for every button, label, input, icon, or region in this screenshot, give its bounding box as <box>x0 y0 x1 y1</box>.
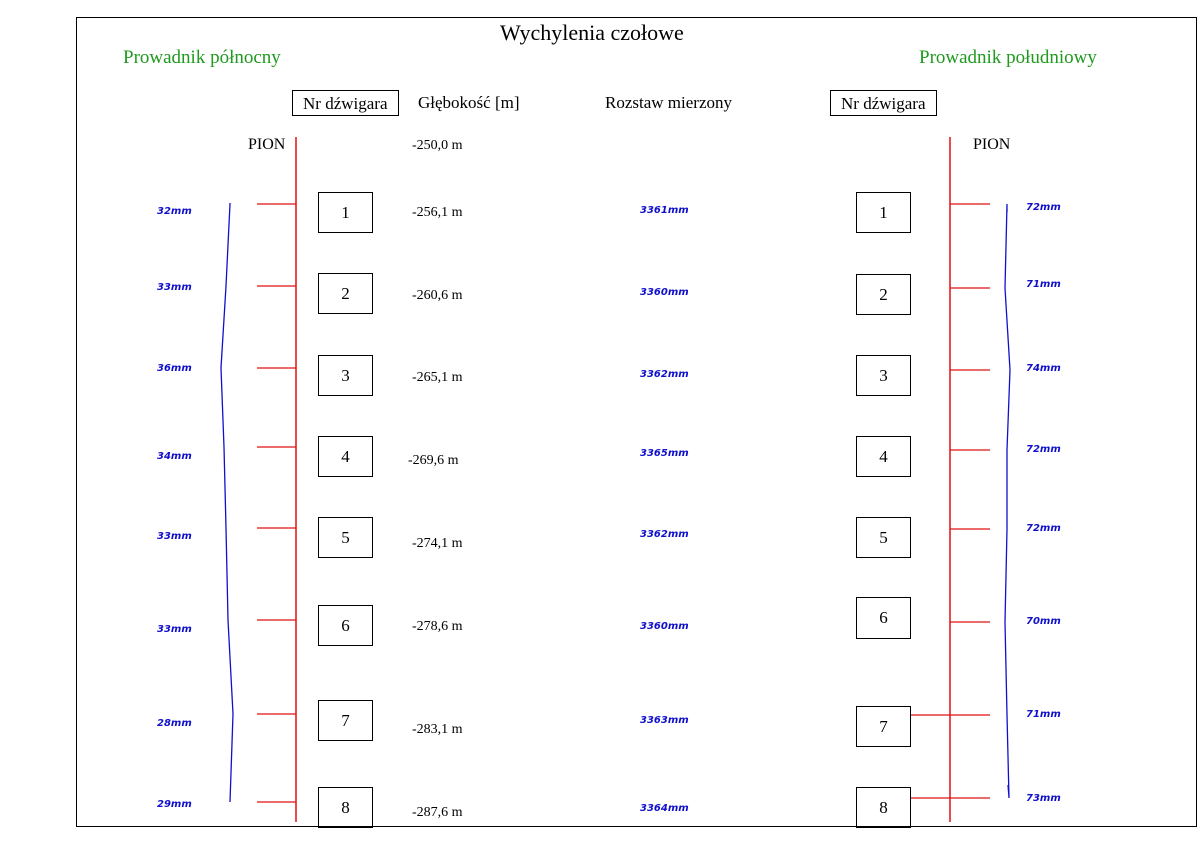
south-deflection-value: 71mm <box>1026 279 1061 290</box>
girder-depth: -274,1 m <box>412 536 463 551</box>
spacing-header: Rozstaw mierzony <box>605 93 732 112</box>
girder-spacing: 3364mm <box>640 803 689 814</box>
north-pion-label: PION <box>248 136 286 153</box>
girder-depth: -283,1 m <box>412 722 463 737</box>
north-girder-box: 6 <box>318 605 373 646</box>
north-girder-box: 7 <box>318 700 373 741</box>
girder-spacing: 3361mm <box>640 205 689 216</box>
north-deflection-value: 33mm <box>157 531 192 542</box>
south-girder-box: 8 <box>856 787 911 828</box>
south-girder-box: 4 <box>856 436 911 477</box>
girder-depth: -260,6 m <box>412 288 463 303</box>
girder-spacing: 3363mm <box>640 715 689 726</box>
south-deflection-value: 72mm <box>1026 444 1061 455</box>
top-depth-label: -250,0 m <box>412 138 463 153</box>
girder-depth: -278,6 m <box>412 619 463 634</box>
south-deflection-value: 72mm <box>1026 523 1061 534</box>
north-girder-box: 1 <box>318 192 373 233</box>
south-guide-title: Prowadnik południowy <box>919 47 1097 68</box>
south-deflection-value: 71mm <box>1026 709 1061 720</box>
north-guide-title: Prowadnik północny <box>123 47 281 68</box>
north-deflection-value: 29mm <box>157 799 192 810</box>
north-girder-box: 2 <box>318 273 373 314</box>
diagram-frame <box>76 17 1197 827</box>
north-girder-box: 5 <box>318 517 373 558</box>
south-deflection-value: 73mm <box>1026 793 1061 804</box>
girder-depth: -287,6 m <box>412 805 463 820</box>
north-girder-box: 8 <box>318 787 373 828</box>
south-deflection-value: 74mm <box>1026 363 1061 374</box>
north-girder-box: 3 <box>318 355 373 396</box>
girder-spacing: 3362mm <box>640 369 689 380</box>
south-girder-box: 6 <box>856 597 911 639</box>
north-deflection-value: 33mm <box>157 624 192 635</box>
south-deflection-value: 70mm <box>1026 616 1061 627</box>
south-girder-header: Nr dźwigara <box>830 90 937 116</box>
south-girder-box: 1 <box>856 192 911 233</box>
south-deflection-line <box>1004 203 1011 799</box>
north-deflection-value: 34mm <box>157 451 192 462</box>
south-girder-box: 7 <box>856 706 911 747</box>
north-deflection-value: 36mm <box>157 363 192 374</box>
girder-depth: -256,1 m <box>412 205 463 220</box>
north-deflection-line <box>220 203 234 803</box>
girder-depth: -265,1 m <box>412 370 463 385</box>
south-girder-box: 5 <box>856 517 911 558</box>
north-girder-header: Nr dźwigara <box>292 90 399 116</box>
south-deflection-value: 72mm <box>1026 202 1061 213</box>
south-pion-label: PION <box>973 136 1011 153</box>
south-girder-box: 3 <box>856 355 911 396</box>
north-deflection-value: 33mm <box>157 282 192 293</box>
girder-spacing: 3362mm <box>640 529 689 540</box>
girder-spacing: 3365mm <box>640 448 689 459</box>
south-girder-box: 2 <box>856 274 911 315</box>
girder-spacing: 3360mm <box>640 287 689 298</box>
north-girder-box: 4 <box>318 436 373 477</box>
north-deflection-value: 32mm <box>157 206 192 217</box>
girder-spacing: 3360mm <box>640 621 689 632</box>
diagram-title: Wychylenia czołowe <box>500 20 684 45</box>
north-deflection-value: 28mm <box>157 718 192 729</box>
depth-header: Głębokość [m] <box>418 93 520 112</box>
girder-depth: -269,6 m <box>408 453 459 468</box>
